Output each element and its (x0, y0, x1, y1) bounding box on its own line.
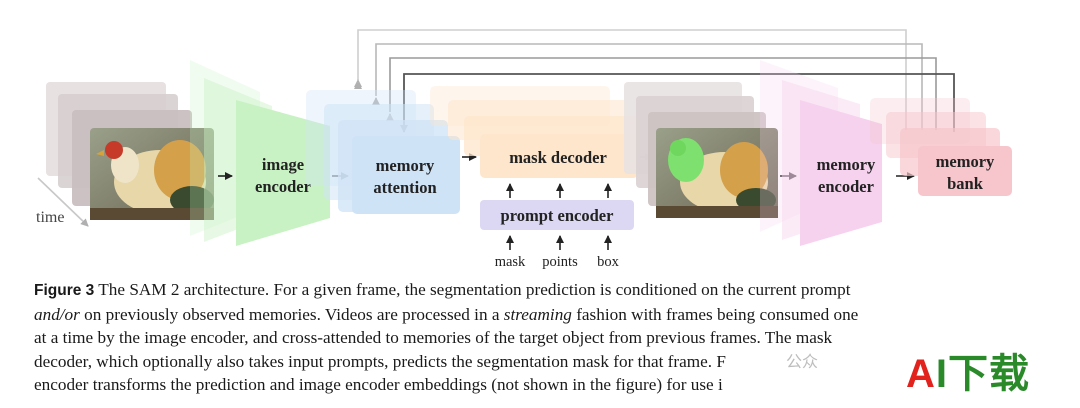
time-axis: time (36, 177, 89, 227)
memory-bank-label-1: memory (936, 152, 995, 171)
memory-encoder-label-1: memory (817, 155, 876, 174)
caption-line-3: at a time by the image encoder, and cros… (34, 328, 833, 347)
sam2-architecture-diagram: time image encoder memory attention (36, 29, 1012, 270)
prompt-encoder-label: prompt encoder (501, 206, 614, 225)
figure-label: Figure 3 (34, 282, 95, 299)
caption-text-1: The SAM 2 architecture. For a given fram… (98, 280, 851, 299)
caption-text-2a: on previously observed memories. Videos … (79, 304, 504, 324)
current-frame-rooster (90, 128, 214, 220)
caption-line-2: and/or on previously observed memories. … (34, 303, 1034, 327)
watermark-logo: AI下载 (906, 352, 1030, 396)
caption-line-5: encoder transforms the prediction and im… (34, 375, 723, 394)
figure-caption: Figure 3 The SAM 2 architecture. For a g… (34, 278, 1034, 397)
memory-attention-label-2: attention (373, 178, 436, 197)
prompt-input-box: box (597, 254, 620, 270)
memory-attention-label-1: memory (376, 156, 435, 175)
caption-italic-andor: and/or (34, 304, 80, 324)
caption-line-1: Figure 3 The SAM 2 architecture. For a g… (34, 278, 1034, 303)
watermark-logo-a: A (906, 352, 936, 396)
output-frames (624, 82, 778, 218)
prompt-input-mask: mask (495, 254, 526, 270)
memory-bank-block: memory bank (870, 98, 1012, 196)
time-label: time (36, 209, 64, 226)
mask-decoder-block: mask decoder (430, 86, 640, 178)
memory-attention-block: memory attention (306, 90, 460, 214)
prompt-input-points: points (542, 254, 578, 270)
caption-italic-streaming: streaming (503, 304, 572, 324)
watermark-small-text: 公众 (786, 352, 819, 371)
caption-line-4: decoder, which optionally also takes inp… (34, 351, 726, 371)
watermark-background (880, 342, 1080, 408)
image-encoder-block: image encoder (190, 60, 330, 246)
image-encoder-label-2: encoder (255, 177, 311, 196)
memory-encoder-label-2: encoder (818, 177, 874, 196)
input-frames (46, 82, 214, 220)
memory-feedback-lines (354, 29, 955, 133)
prompt-encoder-block: prompt encoder mask points box (480, 183, 634, 270)
output-frame-masked (656, 128, 778, 218)
image-encoder-label-1: image (262, 155, 304, 174)
memory-encoder-block: memory encoder (760, 60, 882, 246)
memory-bank-label-2: bank (947, 174, 984, 193)
caption-text-2b: fashion with frames being consumed one (571, 304, 859, 324)
mask-decoder-label: mask decoder (509, 148, 607, 167)
watermark-logo-rest: I下载 (935, 352, 1031, 396)
